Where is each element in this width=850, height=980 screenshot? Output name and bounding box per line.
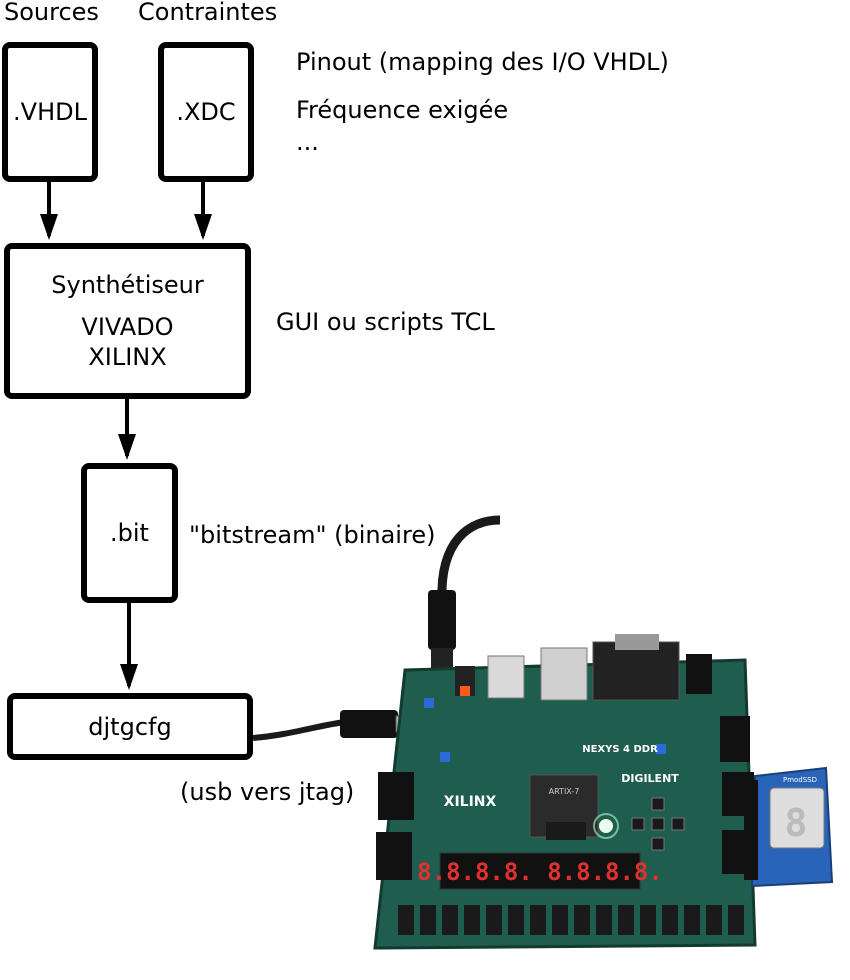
flow-arrows <box>40 182 212 690</box>
arrowhead-bit <box>120 664 138 690</box>
synthesizer-title: Synthétiseur <box>51 271 204 299</box>
board-maker-label: DIGILENT <box>621 772 679 785</box>
pmod-ssd-label: PmodSSD <box>783 776 817 784</box>
arrowhead-xdc <box>194 214 212 240</box>
frequency-note: Fréquence exigée <box>296 96 509 124</box>
vhdl-file-box: .VHDL <box>2 42 98 182</box>
pmod-header-left-2 <box>376 832 412 880</box>
bit-file-box: .bit <box>81 463 178 603</box>
bitstream-note: "bitstream" (binaire) <box>189 521 436 549</box>
seven-segment-digits: 8.8.8.8. 8.8.8.8. <box>417 858 663 886</box>
arrowhead-synth <box>118 434 136 460</box>
nexys4-board <box>373 634 757 950</box>
power-cable <box>437 515 501 601</box>
board-name-label: NEXYS 4 DDR <box>582 744 658 755</box>
xdc-file-box: .XDC <box>158 42 254 182</box>
sources-label: Sources <box>4 0 99 26</box>
pmod-header-left-1 <box>378 772 414 820</box>
chip-label: ARTIX-7 <box>549 787 580 796</box>
constraints-label: Contraintes <box>138 0 278 26</box>
xdc-file-label: .XDC <box>176 98 236 126</box>
vhdl-file-label: .VHDL <box>13 98 87 126</box>
pmod-ssd-digits: 8 <box>785 801 808 845</box>
pmod-ssd-module <box>744 766 834 888</box>
bit-file-label: .bit <box>110 519 149 547</box>
arrowhead-vhdl <box>40 214 58 240</box>
vga-port <box>592 641 680 701</box>
synthesizer-xilinx: XILINX <box>88 343 167 371</box>
audio-jack <box>686 654 712 694</box>
ethernet-port <box>540 647 588 701</box>
djtgcfg-label: djtgcfg <box>88 712 172 741</box>
synthesizer-box: Synthétiseur VIVADO XILINX <box>4 243 251 399</box>
slide-switches <box>398 905 744 935</box>
seven-segment-display <box>439 852 641 890</box>
power-plug <box>428 590 456 650</box>
gui-note: GUI ou scripts TCL <box>276 308 495 336</box>
usb-note: (usb vers jtag) <box>180 778 355 806</box>
ellipsis-note: ... <box>296 128 319 156</box>
djtgcfg-box: djtgcfg <box>7 693 253 760</box>
fpga-vendor-label: XILINX <box>444 794 497 810</box>
pinout-note: Pinout (mapping des I/O VHDL) <box>296 48 669 76</box>
usb-host-port <box>487 655 525 699</box>
pmod-header-right-1 <box>720 716 750 762</box>
status-led <box>599 819 613 833</box>
usb-plug <box>340 710 398 738</box>
usb-cable <box>252 719 346 741</box>
synthesizer-vivado: VIVADO <box>81 313 174 341</box>
